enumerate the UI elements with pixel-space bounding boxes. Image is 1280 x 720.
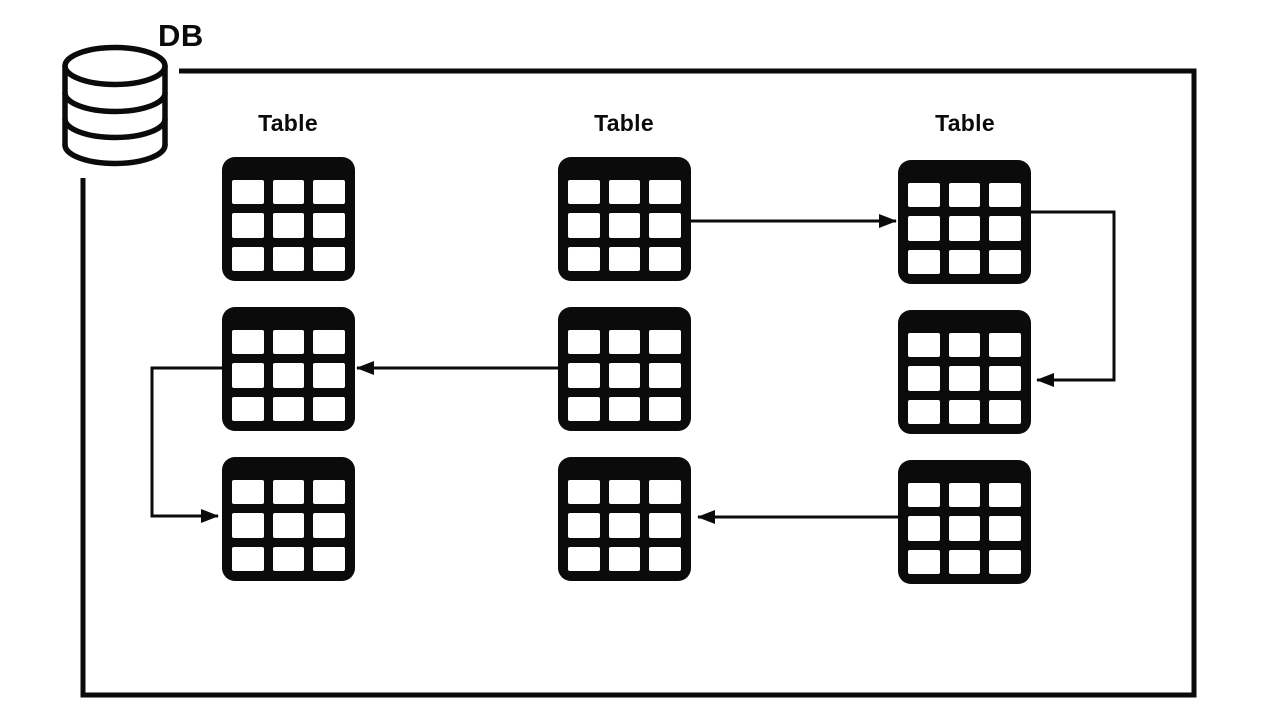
table-cell — [948, 516, 981, 541]
table-cell — [908, 366, 940, 391]
column-label-2: Table — [594, 110, 654, 136]
table-icon-t3 — [898, 160, 1031, 284]
table-cell — [948, 366, 981, 391]
table-cell — [989, 183, 1021, 208]
table-cell — [568, 513, 600, 538]
table-cell — [649, 213, 681, 238]
table-cell — [649, 396, 681, 421]
table-cell — [649, 546, 681, 571]
table-cell — [649, 513, 681, 538]
table-cell — [608, 180, 641, 205]
table-cell — [608, 513, 641, 538]
table-icon-t4 — [222, 307, 355, 431]
table-cell — [313, 480, 345, 505]
database-label: DB — [158, 18, 204, 53]
table-icon-t5 — [558, 307, 691, 431]
table-cell — [989, 549, 1021, 574]
table-cell — [232, 513, 264, 538]
table-cell — [908, 183, 940, 208]
table-cell — [948, 549, 981, 574]
column-label-3: Table — [935, 110, 995, 136]
table-cell — [608, 396, 641, 421]
table-cell — [608, 330, 641, 355]
table-cell — [948, 483, 981, 508]
table-cell — [608, 213, 641, 238]
table-cell — [313, 396, 345, 421]
table-cell — [313, 513, 345, 538]
table-cell — [908, 333, 940, 358]
table-cell — [608, 480, 641, 505]
table-cell — [232, 396, 264, 421]
table-cell — [989, 333, 1021, 358]
table-cell — [649, 480, 681, 505]
table-icon-t6 — [898, 310, 1031, 434]
table-cell — [989, 483, 1021, 508]
table-cell — [649, 246, 681, 271]
table-icon-t2 — [558, 157, 691, 281]
table-cell — [272, 513, 305, 538]
table-cell — [948, 399, 981, 424]
database-icon — [62, 44, 168, 167]
table-cell — [313, 246, 345, 271]
table-cell — [232, 180, 264, 205]
table-cell — [232, 330, 264, 355]
table-cell — [948, 249, 981, 274]
table-cell — [608, 363, 641, 388]
table-cell — [568, 546, 600, 571]
table-cell — [232, 246, 264, 271]
table-cell — [272, 330, 305, 355]
table-cell — [313, 180, 345, 205]
table-icon-t7 — [222, 457, 355, 581]
table-cell — [313, 363, 345, 388]
table-cell — [272, 180, 305, 205]
edge-t3-to-t6 — [1031, 210, 1116, 387]
table-cell — [989, 366, 1021, 391]
table-cell — [313, 330, 345, 355]
table-cell — [568, 180, 600, 205]
table-cell — [272, 246, 305, 271]
table-cell — [313, 213, 345, 238]
table-cell — [608, 546, 641, 571]
column-label-1: Table — [258, 110, 318, 136]
table-cell — [948, 183, 981, 208]
table-cell — [568, 330, 600, 355]
table-cell — [272, 396, 305, 421]
edge-t4-to-t7 — [150, 366, 222, 523]
table-cell — [568, 246, 600, 271]
db-container-border — [80, 68, 1197, 698]
table-cell — [908, 516, 940, 541]
table-cell — [908, 216, 940, 241]
table-cell — [908, 549, 940, 574]
table-cell — [908, 399, 940, 424]
table-cell — [232, 213, 264, 238]
table-cell — [989, 216, 1021, 241]
table-cell — [989, 516, 1021, 541]
table-icon-t9 — [898, 460, 1031, 584]
table-cell — [232, 546, 264, 571]
table-cell — [232, 363, 264, 388]
table-cell — [568, 363, 600, 388]
table-icon-t8 — [558, 457, 691, 581]
table-cell — [908, 249, 940, 274]
table-cell — [989, 399, 1021, 424]
table-cell — [272, 546, 305, 571]
table-icon-t1 — [222, 157, 355, 281]
table-cell — [272, 480, 305, 505]
table-cell — [649, 363, 681, 388]
table-cell — [272, 363, 305, 388]
table-cell — [313, 546, 345, 571]
table-cell — [948, 216, 981, 241]
table-cell — [608, 246, 641, 271]
table-cell — [649, 330, 681, 355]
table-cell — [232, 480, 264, 505]
table-cell — [568, 396, 600, 421]
table-cell — [948, 333, 981, 358]
table-cell — [568, 480, 600, 505]
table-cell — [272, 213, 305, 238]
table-cell — [908, 483, 940, 508]
table-cell — [989, 249, 1021, 274]
table-cell — [568, 213, 600, 238]
table-cell — [649, 180, 681, 205]
